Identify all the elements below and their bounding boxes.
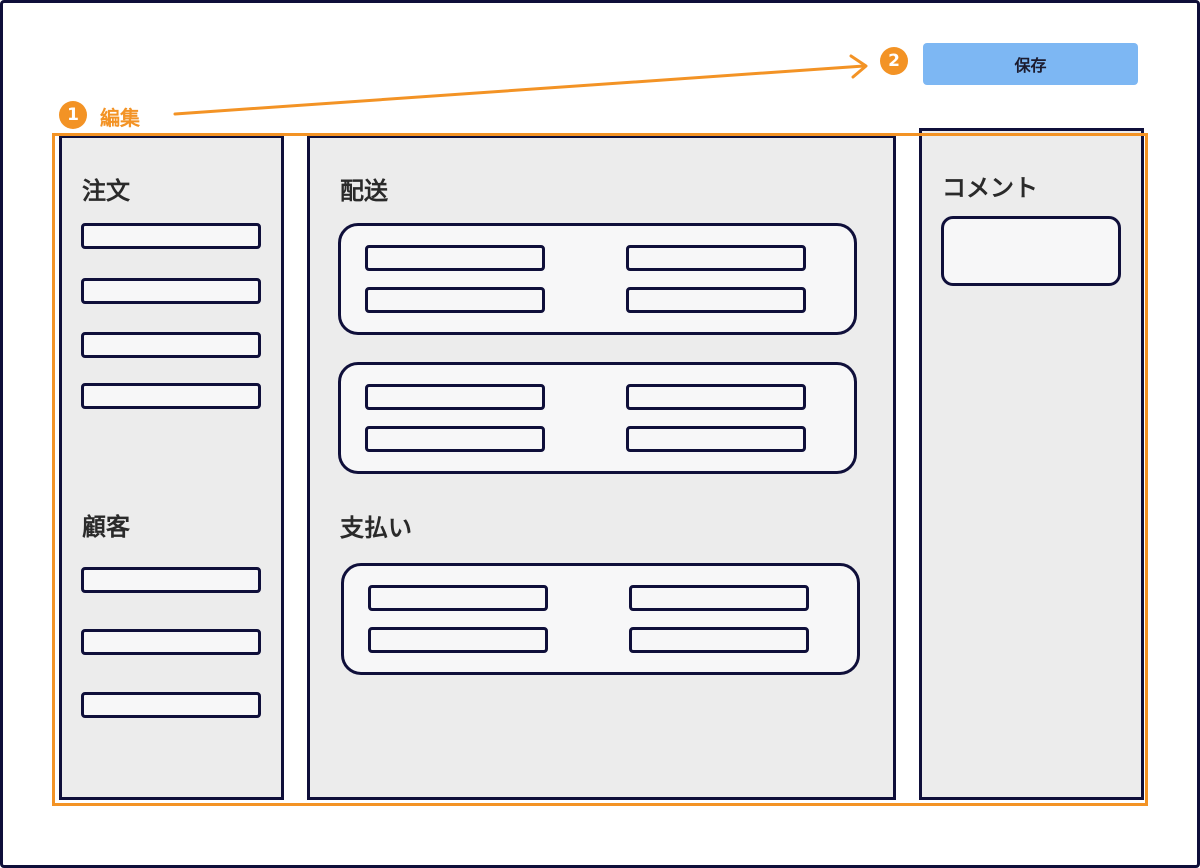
payment-field-3[interactable] [368, 627, 548, 653]
payment-section-title: 支払い [340, 514, 412, 542]
payment-group [341, 563, 860, 675]
annotation-arrow-line [173, 64, 866, 116]
shipping-group-1-field-1[interactable] [365, 245, 545, 271]
annotation-marker-1: 1 [59, 101, 87, 129]
order-field-1[interactable] [81, 223, 261, 249]
payment-field-2[interactable] [629, 585, 809, 611]
shipping-group-2-field-4[interactable] [626, 426, 806, 452]
left-column: 注文 顧客 [59, 135, 284, 800]
shipping-group-1-field-2[interactable] [626, 245, 806, 271]
shipping-group-2-field-3[interactable] [365, 426, 545, 452]
shipping-group-1-field-3[interactable] [365, 287, 545, 313]
shipping-group-1 [338, 223, 857, 335]
comment-section-title: コメント [942, 174, 1038, 202]
annotation-marker-2: 2 [880, 47, 908, 75]
shipping-group-1-field-4[interactable] [626, 287, 806, 313]
order-field-2[interactable] [81, 278, 261, 304]
payment-field-4[interactable] [629, 627, 809, 653]
annotation-label-edit: 編集 [100, 106, 140, 130]
middle-column: 配送 支払い [307, 135, 896, 800]
annotation-arrow-head [849, 54, 868, 79]
customer-section-title: 顧客 [82, 513, 130, 541]
shipping-group-2 [338, 362, 857, 474]
order-field-4[interactable] [81, 383, 261, 409]
customer-field-1[interactable] [81, 567, 261, 593]
customer-field-2[interactable] [81, 629, 261, 655]
shipping-section-title: 配送 [340, 177, 388, 205]
right-column: コメント [919, 128, 1144, 800]
order-field-3[interactable] [81, 332, 261, 358]
customer-field-3[interactable] [81, 692, 261, 718]
payment-field-1[interactable] [368, 585, 548, 611]
save-button[interactable]: 保存 [923, 43, 1138, 85]
shipping-group-2-field-2[interactable] [626, 384, 806, 410]
comment-textarea[interactable] [941, 216, 1121, 286]
shipping-group-2-field-1[interactable] [365, 384, 545, 410]
order-section-title: 注文 [82, 177, 130, 205]
